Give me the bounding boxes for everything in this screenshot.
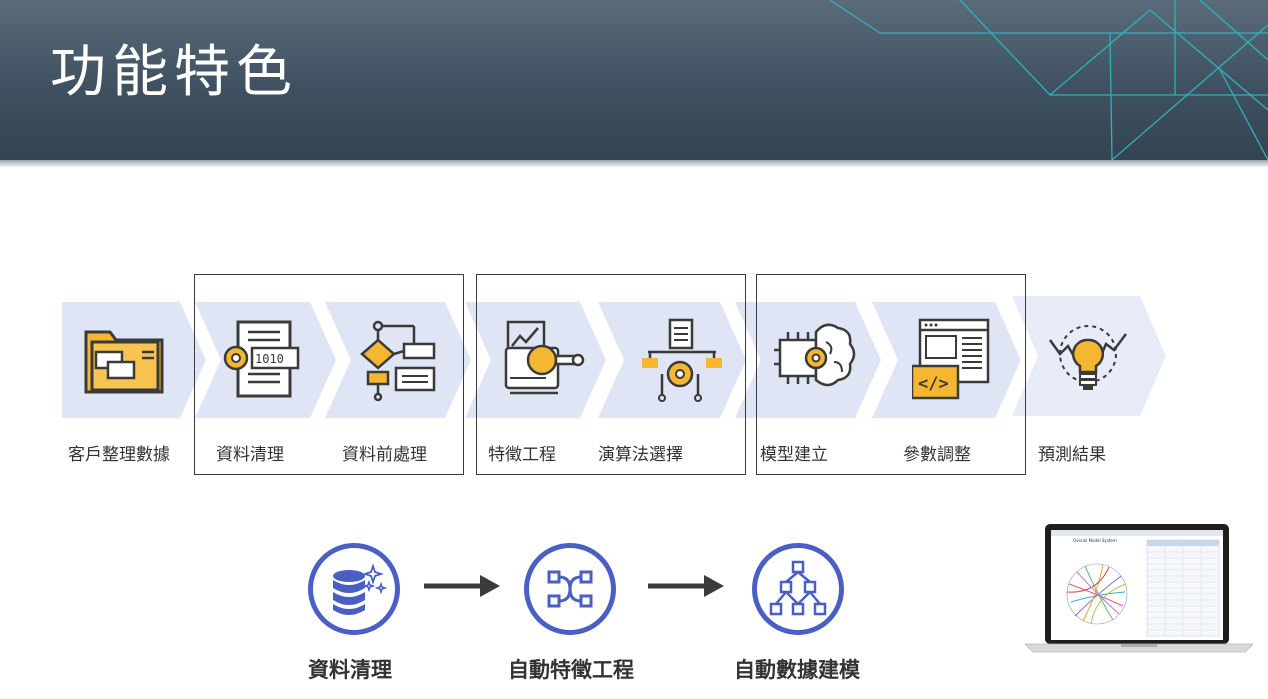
step-label-model-building: 模型建立 [760, 445, 828, 465]
folder-icon [84, 330, 164, 394]
arrow-right-icon [648, 575, 724, 597]
group-box-data [194, 274, 464, 475]
machine-magnifier-icon [504, 320, 585, 395]
svg-text:</>: </> [918, 374, 949, 394]
chip-brain-icon [774, 323, 856, 387]
flowchart-icon [360, 320, 436, 402]
data-table [1146, 539, 1220, 637]
laptop-screen-title: Overall Model System [1073, 538, 1117, 543]
step-label-algorithm-selection: 演算法選擇 [598, 445, 683, 465]
arrow-right-icon [424, 575, 500, 597]
code-window-icon: </> [912, 318, 990, 400]
database-sparkle-icon [308, 543, 400, 635]
step-label-feature-engineering: 特徵工程 [488, 445, 556, 465]
bottom-label-auto-feature-engineering: 自動特徵工程 [508, 658, 634, 682]
laptop-screenshot: Overall Model System [1025, 524, 1253, 653]
node-merge-icon [524, 543, 616, 635]
tree-hierarchy-icon [752, 543, 844, 635]
bottom-label-data-cleaning: 資料清理 [308, 658, 392, 682]
step-label-preprocessing: 資料前處理 [342, 445, 427, 465]
header-shadow [0, 160, 1268, 168]
chord-diagram [1066, 563, 1128, 625]
binary-document-gear-icon: 1010 [223, 320, 300, 398]
algorithm-document-gear-icon [642, 318, 722, 402]
step-label-prediction-result: 預測結果 [1038, 445, 1106, 465]
step-label-parameter-tuning: 參數調整 [903, 445, 971, 465]
step-label-customer-data: 客戶整理數據 [68, 445, 170, 465]
chevron-5 [598, 302, 746, 418]
svg-text:1010: 1010 [255, 352, 284, 366]
decorative-lines-icon [829, 0, 1268, 160]
page-title: 功能特色 [50, 40, 298, 105]
header-banner: 功能特色 [0, 0, 1268, 160]
group-box-feature [476, 274, 746, 475]
group-box-model [756, 274, 1026, 475]
step-label-data-cleaning: 資料清理 [216, 445, 284, 465]
bottom-label-auto-data-modeling: 自動數據建模 [734, 658, 860, 682]
lightbulb-icon [1048, 325, 1127, 390]
